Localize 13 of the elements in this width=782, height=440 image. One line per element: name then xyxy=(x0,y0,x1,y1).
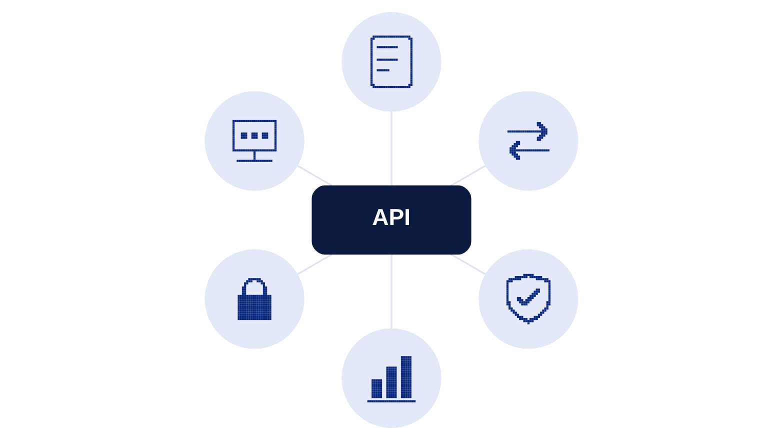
node-circle xyxy=(478,91,578,191)
node-circle xyxy=(341,12,441,112)
connector xyxy=(390,254,392,329)
node-circle xyxy=(478,249,578,349)
node-circle xyxy=(204,91,304,191)
connector xyxy=(296,164,332,186)
connector xyxy=(296,254,332,276)
node-box: API xyxy=(311,185,471,255)
node-circle xyxy=(204,249,304,349)
connector xyxy=(390,111,392,186)
connector xyxy=(450,254,486,276)
connector xyxy=(450,164,486,186)
node-circle xyxy=(341,328,441,428)
